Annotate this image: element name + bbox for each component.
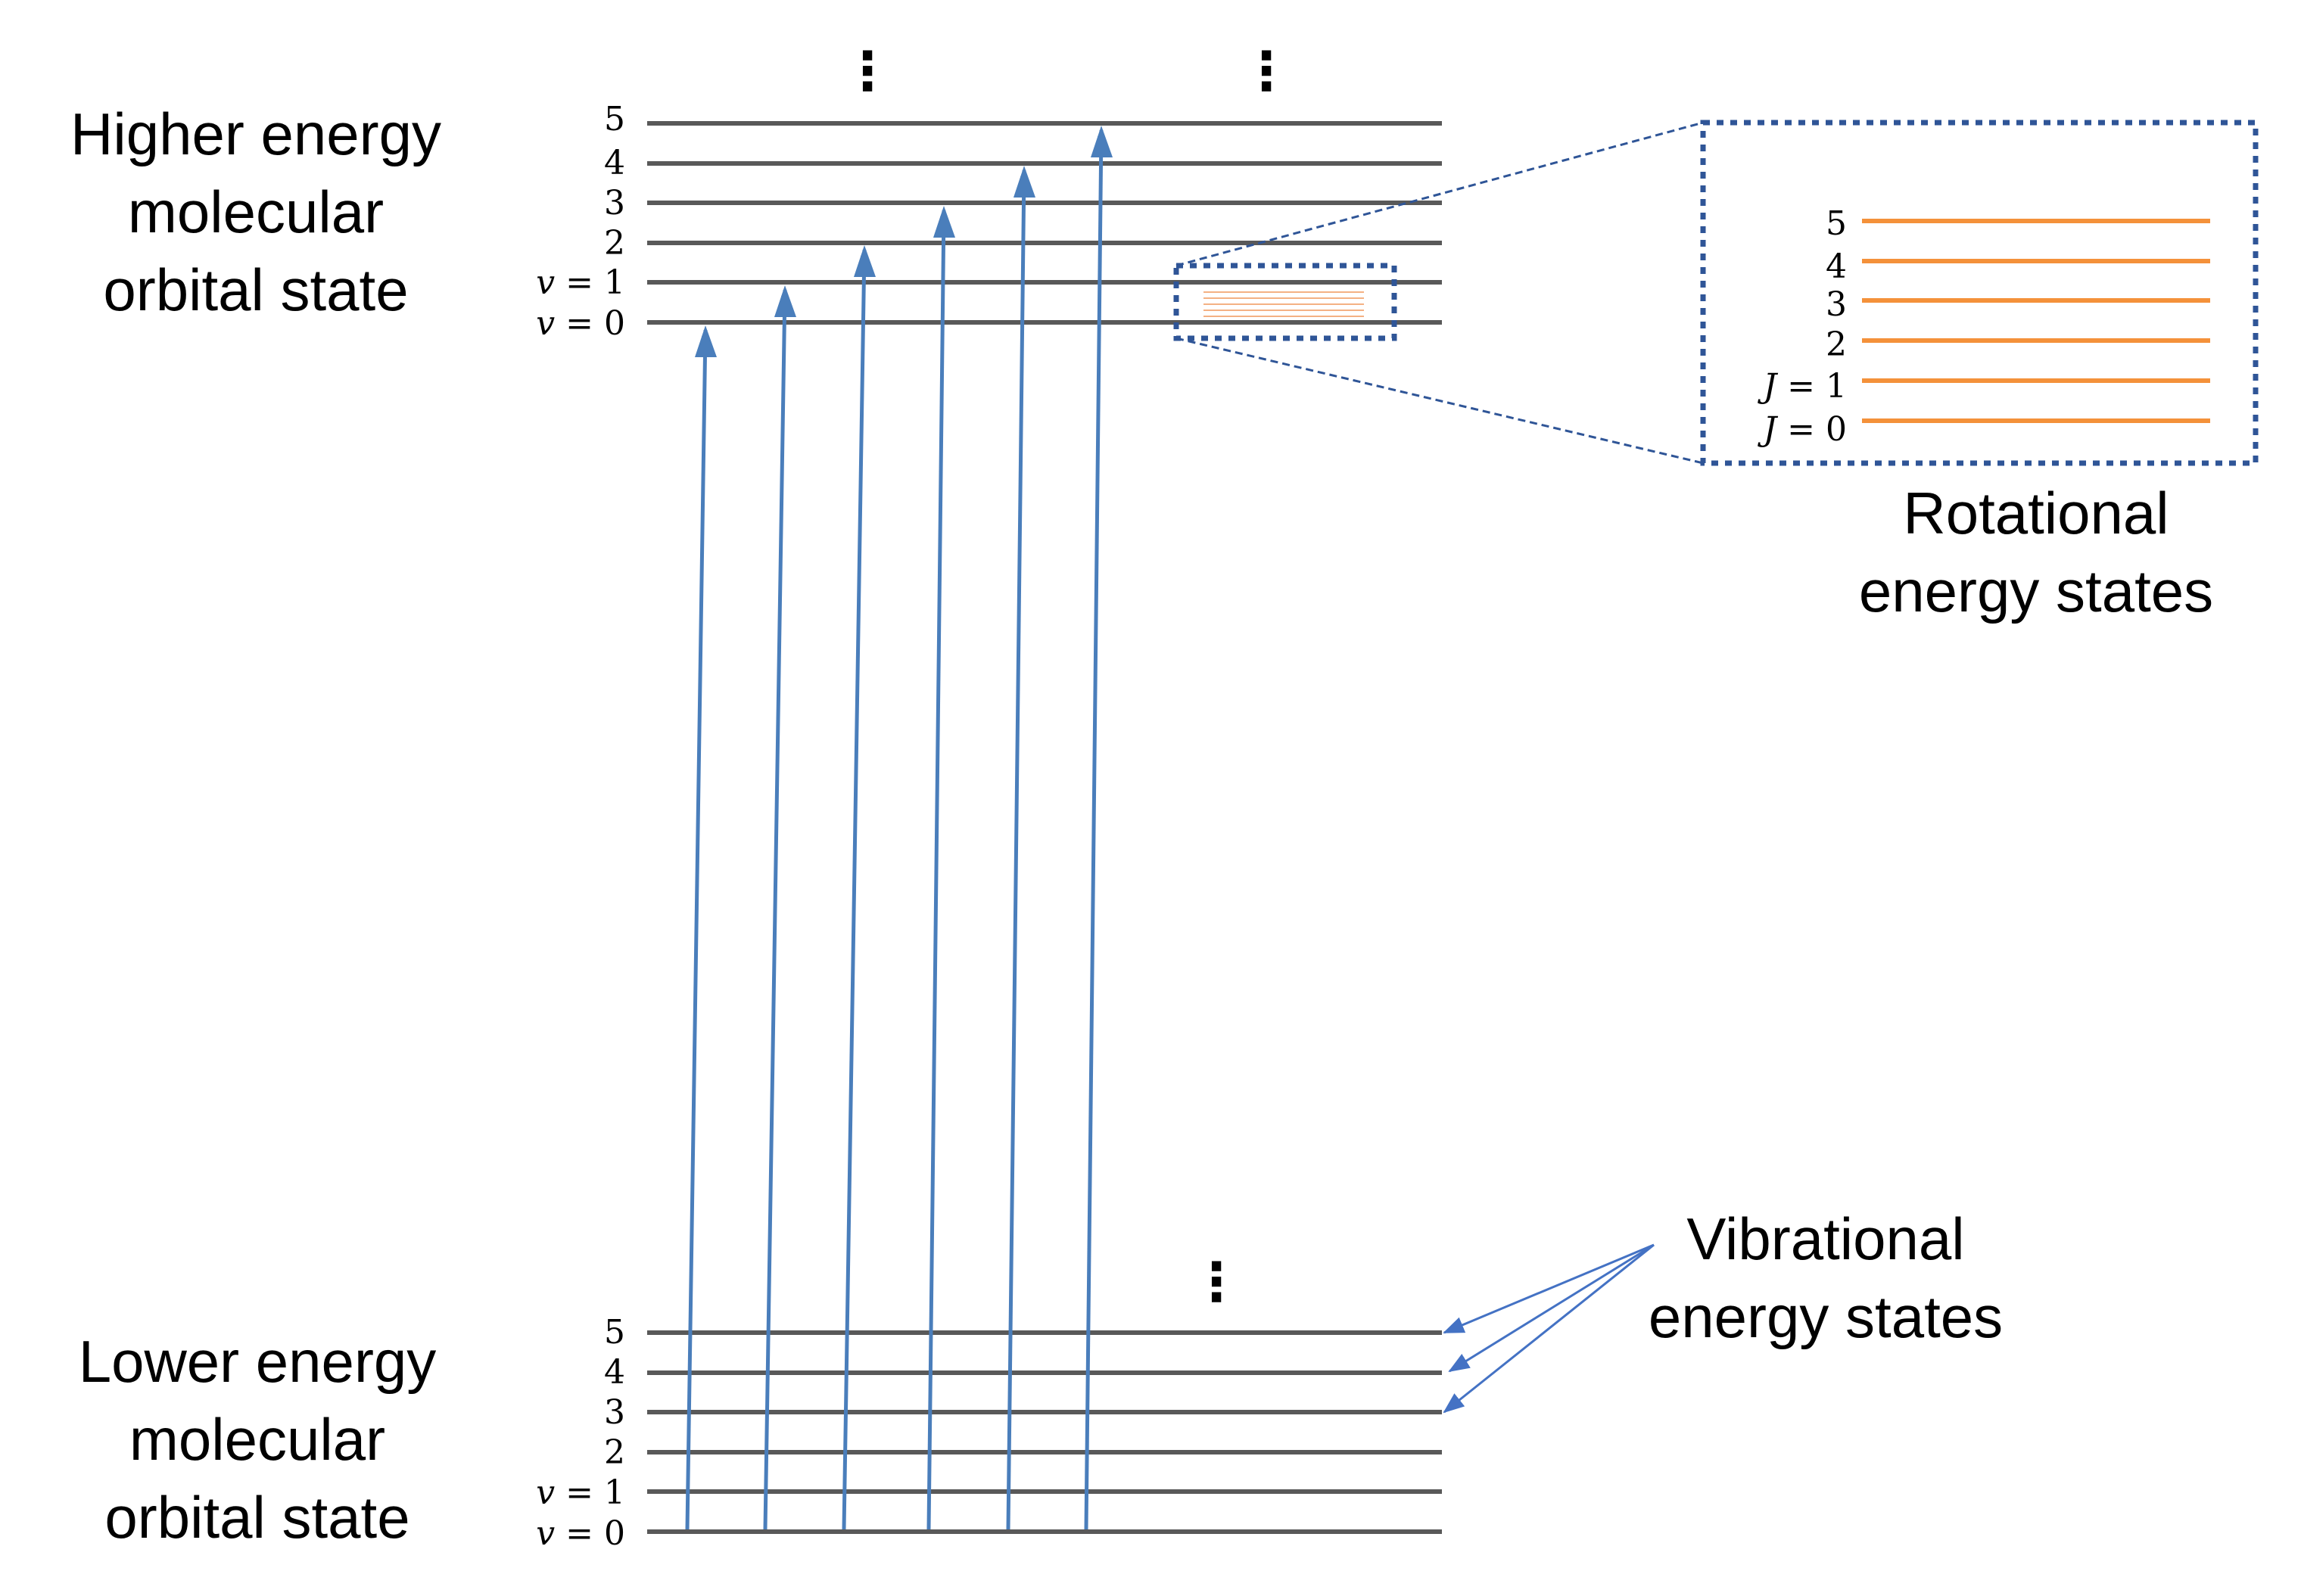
vibrational-pointer-1 [1443, 1243, 1655, 1334]
rotational-level-label-0: 𝐽 = 0 [1758, 410, 1847, 449]
arrowhead-4 [1013, 166, 1035, 198]
rotational-level-label-5: 5 [1826, 204, 1847, 243]
transition-arrow-2 [842, 249, 868, 1530]
vibrational-caption-line-2: energy states [1649, 1283, 2003, 1350]
arrowhead-1 [774, 285, 796, 317]
rotational-level-label-4: 4 [1826, 247, 1847, 286]
transition-arrow-5 [1084, 129, 1105, 1530]
upper-level-label-2: 2 [604, 224, 625, 263]
lower-level-label-5: 5 [604, 1313, 625, 1352]
upper-level-label-1: 𝑣 = 1 [536, 263, 625, 302]
upper-state-label-line-2: molecular [128, 179, 384, 245]
rotational-caption-line-2: energy states [1859, 558, 2213, 624]
zoom-source-box [1173, 263, 1397, 341]
lower-state-label-line-2: molecular [129, 1406, 385, 1473]
lower-level-label-4: 4 [604, 1353, 625, 1392]
vibrational-pointer-2 [1448, 1243, 1655, 1373]
zoom-connector-top [1175, 121, 1704, 267]
arrowhead-0 [695, 325, 717, 357]
lower-level-label-2: 2 [604, 1433, 625, 1472]
upper-state-label-line-1: Higher energy [70, 101, 441, 167]
zoom-connector-bottom [1175, 337, 1704, 465]
rotational-levels [1862, 219, 2210, 423]
rotational-inset-box [1700, 120, 2259, 466]
vibrational-callout-pointers [1443, 1243, 1655, 1414]
upper-ellipsis-right: ⋮ [1240, 40, 1293, 102]
rotational-level-label-2: 2 [1826, 325, 1847, 364]
lower-level-label-0: 𝑣 = 0 [536, 1514, 625, 1553]
lower-level-label-3: 3 [604, 1393, 625, 1432]
lower-state-label-line-3: orbital state [104, 1484, 409, 1551]
lower-vibrational-levels [647, 1330, 1442, 1534]
transition-arrow-4 [1006, 170, 1028, 1530]
rotational-caption-line-1: Rotational [1903, 480, 2169, 546]
lower-ellipsis: ⋮ [1190, 1251, 1243, 1313]
rotational-level-label-3: 3 [1826, 285, 1847, 324]
arrowhead-2 [854, 245, 876, 277]
transition-arrow-1 [763, 289, 789, 1530]
arrowhead-5 [1091, 126, 1113, 157]
lower-state-label-line-1: Lower energy [79, 1328, 437, 1395]
transition-arrowheads [695, 126, 1113, 357]
upper-ellipsis-left: ⋮ [841, 40, 894, 102]
transition-arrow-3 [926, 210, 948, 1530]
upper-level-label-4: 4 [604, 144, 625, 182]
vibrational-caption-line-1: Vibrational [1686, 1206, 1964, 1272]
mini-rotational-lines [1203, 291, 1364, 317]
transition-arrow-0 [685, 329, 709, 1530]
transition-arrows [685, 129, 1105, 1530]
upper-level-label-5: 5 [604, 100, 625, 138]
upper-level-label-0: 𝑣 = 0 [536, 304, 625, 343]
lower-level-label-1: 𝑣 = 1 [536, 1473, 625, 1512]
upper-vibrational-levels [647, 121, 1442, 325]
upper-level-label-3: 3 [604, 184, 625, 222]
rotational-level-label-1: 𝐽 = 1 [1758, 367, 1847, 406]
upper-state-label-line-3: orbital state [103, 257, 408, 323]
arrowhead-3 [933, 206, 955, 238]
vibrational-pointer-3 [1443, 1243, 1655, 1414]
